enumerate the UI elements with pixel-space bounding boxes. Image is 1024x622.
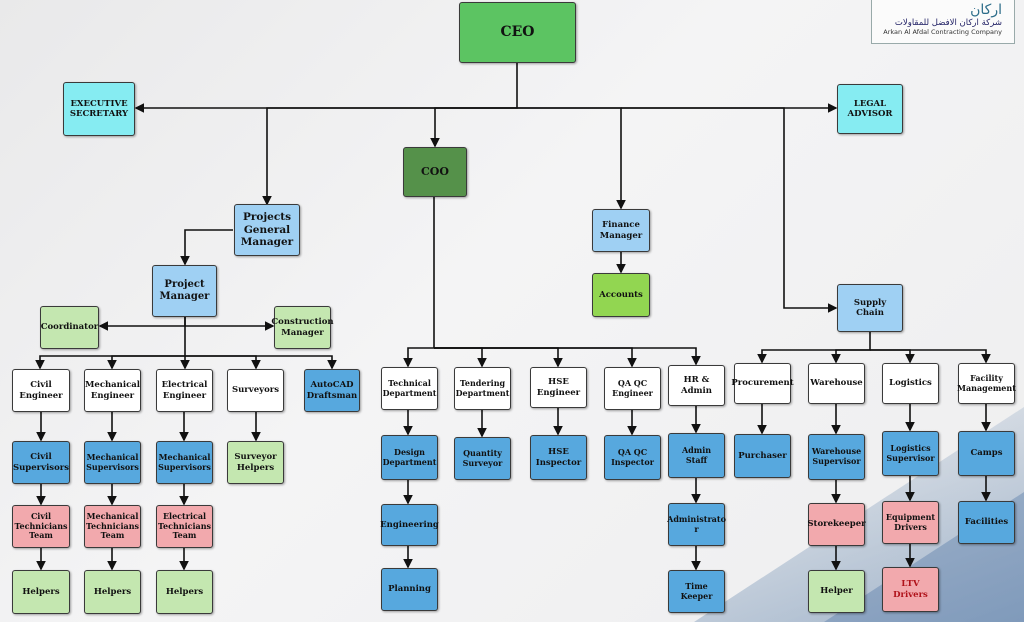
node-construction-manager: Construction Manager (271, 306, 334, 349)
node-surveyors: Surveyors (227, 369, 284, 412)
node-hr-admin: HR & Admin (668, 365, 725, 406)
node-legal-advisor: LEGAL ADVISOR (837, 84, 903, 134)
node-mechanical-supervisors-1: Mechanical Supervisors (84, 441, 141, 484)
node-mechanical-engineer: Mechanical Engineer (84, 369, 141, 412)
node-qaqc-engineer: QA QC Engineer (604, 367, 661, 410)
node-ceo: CEO (459, 2, 576, 63)
logo-arabic-name: شركة اركان الافضل للمقاولات (894, 18, 1002, 28)
node-supply-chain: Supply Chain (837, 284, 903, 332)
node-hse-inspector: HSE Inspector (530, 435, 587, 480)
node-design-department: Design Department (381, 435, 438, 480)
node-quantity-surveyor: Quantity Surveyor (454, 437, 511, 480)
node-electrical-engineer: Electrical Engineer (156, 369, 213, 412)
node-helper: Helper (808, 570, 865, 613)
node-camps: Camps (958, 431, 1015, 476)
node-qaqc-inspector: QA QC Inspector (604, 435, 661, 480)
node-facilities: Facilities (958, 501, 1015, 544)
node-accounts: Accounts (592, 273, 650, 317)
node-warehouse-supervisor: Warehouse Supervisor (808, 434, 865, 480)
node-coordinator: Coordinator (40, 306, 99, 349)
node-civil-engineer: Civil Engineer (12, 369, 70, 412)
node-mechanical-supervisors-2: Mechanical Supervisors (156, 441, 213, 484)
node-tendering-department: Tendering Department (454, 367, 511, 410)
node-executive-secretary: EXECUTIVE SECRETARY (63, 82, 135, 136)
node-projects-general-manager: Projects General Manager (234, 204, 300, 256)
node-civil-supervisors: Civil Supervisors (12, 441, 70, 484)
node-purchaser: Purchaser (734, 434, 791, 478)
node-helpers-1: Helpers (12, 570, 70, 614)
node-warehouse: Warehouse (808, 363, 865, 404)
node-civil-technicians-team: Civil Technicians Team (12, 505, 70, 548)
node-facility-management: Facility Management (957, 363, 1016, 404)
node-engineering: Engineering (380, 504, 439, 546)
node-helpers-2: Helpers (84, 570, 141, 614)
node-helpers-3: Helpers (156, 570, 213, 614)
node-storekeeper: Storekeeper (807, 503, 866, 546)
node-planning: Planning (381, 568, 438, 611)
node-ltv-drivers: LTV Drivers (882, 567, 939, 612)
node-mechanical-technicians-team: Mechanical Technicians Team (84, 505, 141, 548)
node-surveyor-helpers: Surveyor Helpers (227, 441, 284, 484)
logo-mark: ارکان (970, 2, 1002, 18)
node-electrical-technicians-team: Electrical Technicians Team (156, 505, 213, 548)
node-equipment-drivers: Equipment Drivers (882, 501, 939, 544)
node-finance-manager: Finance Manager (592, 209, 650, 252)
node-project-manager: Project Manager (152, 265, 217, 317)
logo-english-name: Arkan Al Afdal Contracting Company (883, 28, 1002, 36)
node-procurement: Procurement (731, 363, 794, 404)
node-technical-department: Technical Department (381, 367, 438, 410)
node-time-keeper: Time Keeper (668, 570, 725, 613)
node-admin-staff: Admin Staff (668, 433, 725, 478)
company-logo: ارکان شركة اركان الافضل للمقاولات Arkan … (871, 0, 1015, 44)
node-logistics: Logistics (882, 363, 939, 404)
node-hse-engineer: HSE Engineer (530, 367, 587, 408)
node-administrator: Administrato r (667, 503, 726, 546)
node-logistics-supervisor: Logistics Supervisor (882, 431, 939, 476)
node-coo: COO (403, 147, 467, 197)
node-autocad-draftsman: AutoCAD Draftsman (304, 369, 360, 412)
